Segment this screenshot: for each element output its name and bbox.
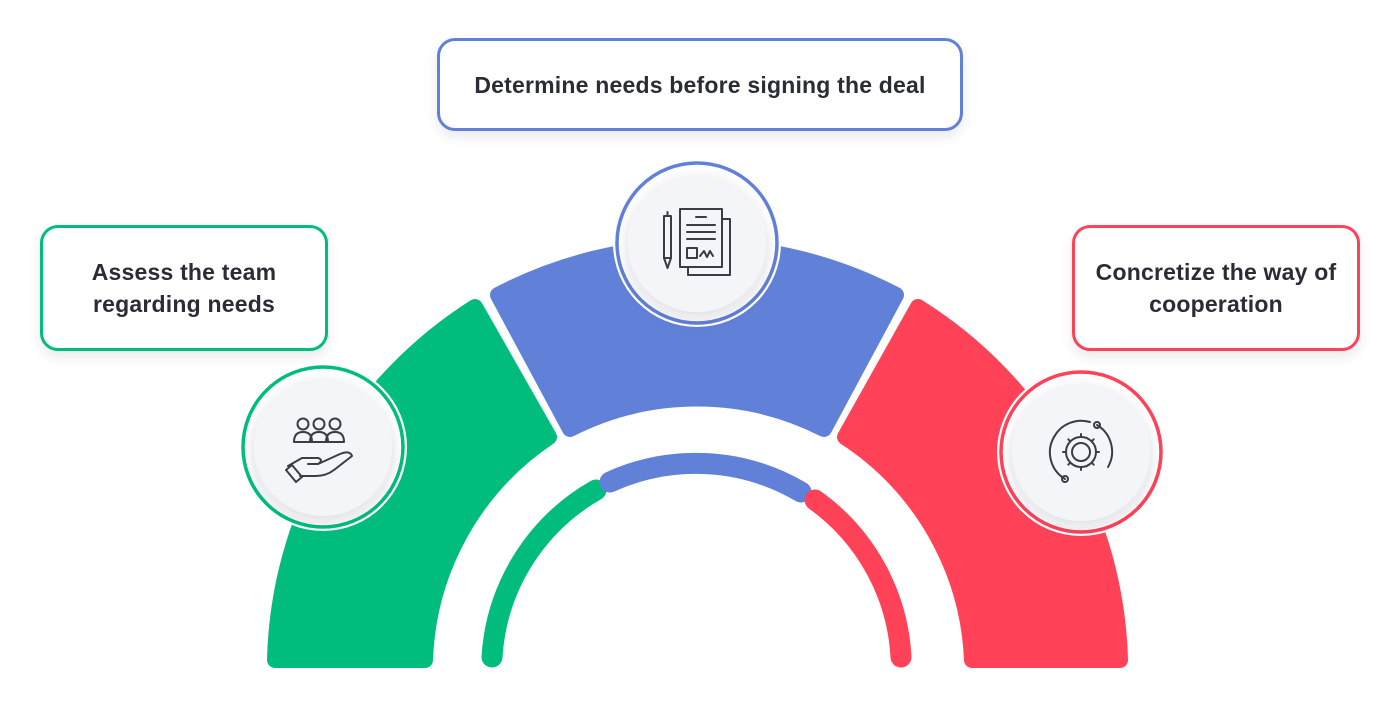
inner-arc-assess: [481, 479, 607, 668]
hand-holding-team-icon: [285, 417, 353, 483]
icon-node-assess: [239, 363, 407, 531]
inner-arc-determine: [599, 452, 812, 503]
step-label-concretize-line-1: Concretize the way of: [1095, 259, 1337, 285]
step-label-determine-line-1: Determine needs before signing the deal: [474, 71, 926, 98]
gear-cycle-icon: [1048, 419, 1114, 483]
icon-node-concretize: [997, 368, 1165, 536]
icon-node-determine: [613, 159, 781, 327]
signed-document-pen-icon: [663, 208, 731, 276]
step-label-assess-line-2: regarding needs: [93, 291, 275, 317]
step-label-assess: Assess the team regarding needs: [40, 225, 328, 351]
step-label-concretize-line-2: cooperation: [1149, 291, 1283, 317]
step-label-concretize: Concretize the way of cooperation: [1072, 225, 1360, 351]
inner-arc-concretize: [804, 489, 912, 668]
step-label-assess-line-1: Assess the team: [91, 259, 277, 285]
step-label-determine: Determine needs before signing the deal: [437, 38, 963, 131]
segment-concretize: [837, 299, 1128, 668]
segment-assess: [267, 299, 557, 668]
